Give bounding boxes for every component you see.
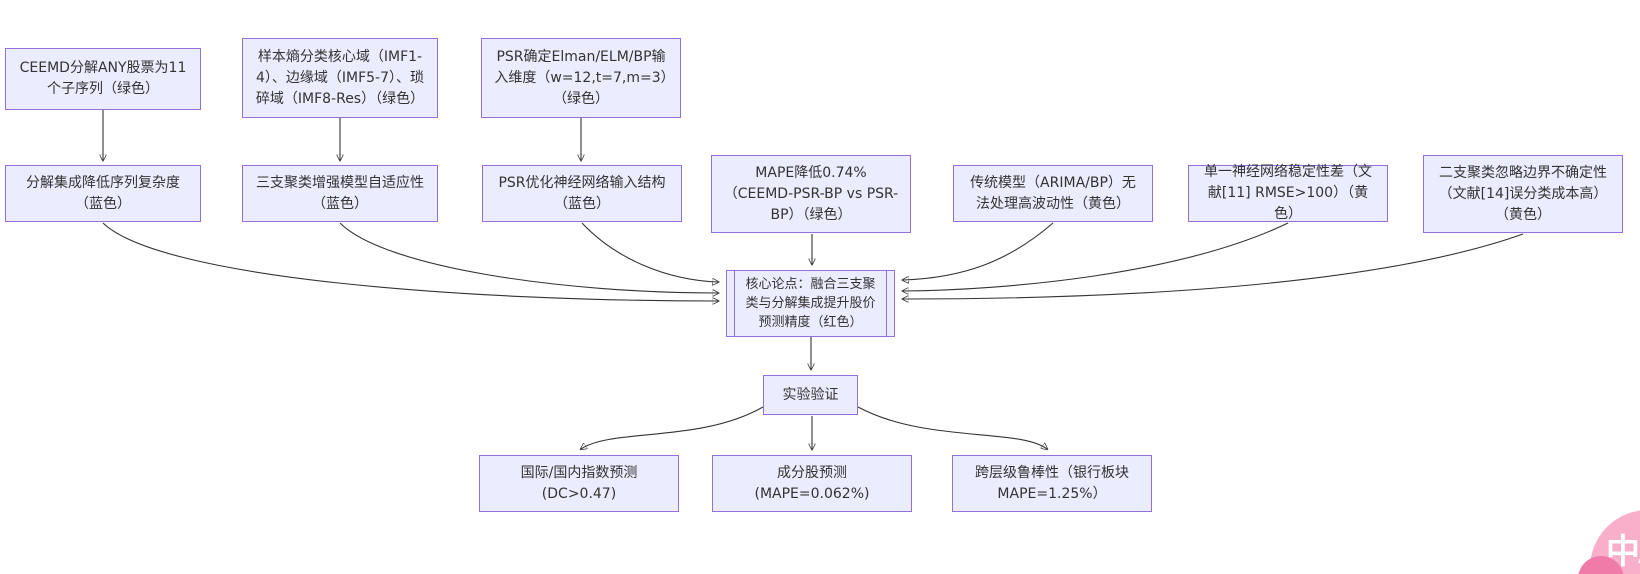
node-experiment: 实验验证 (763, 375, 858, 415)
edge-threeway-core (339, 222, 718, 293)
node-twoway-limit: 二支聚类忽略边界不确定性（文献[14]误分类成本高）（黄色） (1423, 155, 1623, 233)
node-psr-input-dim: PSR确定Elman/ELM/BP输入维度（w=12,t=7,m=3）（绿色） (481, 38, 681, 118)
edge-experiment-index (581, 406, 764, 449)
edge-singlenn-core (903, 222, 1289, 291)
edge-psropt-core (581, 222, 718, 282)
node-sample-entropy: 样本熵分类核心域（IMF1-4）、边缘域（IMF5-7）、琐碎域（IMF8-Re… (242, 38, 438, 118)
node-psr-optimize: PSR优化神经网络输入结构（蓝色） (482, 165, 682, 222)
node-traditional-limit: 传统模型（ARIMA/BP）无法处理高波动性（黄色） (953, 165, 1153, 222)
translate-badge-label: 中A (1606, 532, 1640, 572)
node-ceemd-decompose: CEEMD分解ANY股票为11个子序列（绿色） (5, 48, 201, 110)
node-index-predict: 国际/国内指数预测 (DC>0.47) (479, 455, 679, 512)
node-decompose-complexity: 分解集成降低序列复杂度（蓝色） (5, 165, 201, 222)
edge-traditional-core (903, 222, 1054, 280)
node-component-predict: 成分股预测 (MAPE=0.062%) (712, 455, 912, 512)
edge-twoway-core (903, 233, 1524, 299)
node-mape-reduce: MAPE降低0.74%（CEEMD-PSR-BP vs PSR-BP）（绿色） (711, 155, 911, 233)
edge-experiment-crosslevel (857, 406, 1047, 449)
node-threeway-adaptive: 三支聚类增强模型自适应性（蓝色） (242, 165, 438, 222)
edge-decomp-core (102, 222, 718, 301)
node-cross-level: 跨层级鲁棒性（银行板块 MAPE=1.25%） (952, 455, 1152, 512)
node-single-nn-unstable: 单一神经网络稳定性差（文献[11] RMSE>100）（黄色） (1188, 164, 1388, 222)
translate-badge[interactable]: 中A (1578, 510, 1640, 574)
node-core-thesis: 核心论点：融合三支聚类与分解集成提升股价预测精度（红色） (726, 270, 895, 337)
